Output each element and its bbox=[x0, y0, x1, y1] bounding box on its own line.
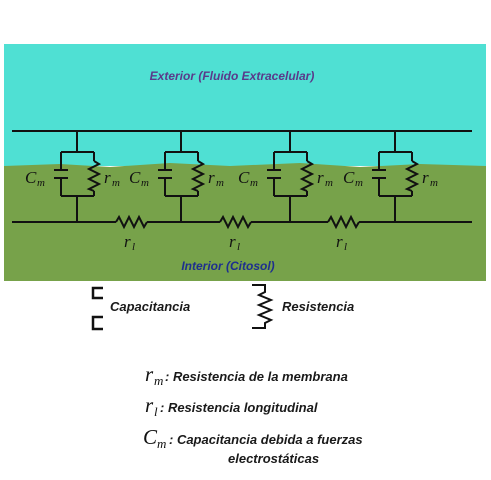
svg-text:C: C bbox=[343, 168, 355, 187]
svg-text:m: m bbox=[157, 436, 166, 451]
definition-cm: C m : Capacitancia debida a fuerzas elec… bbox=[143, 425, 363, 466]
interior-label: Interior (Citosol) bbox=[181, 259, 274, 273]
svg-text:r: r bbox=[336, 232, 343, 251]
svg-text:C: C bbox=[143, 425, 158, 449]
resistor-key-icon bbox=[252, 284, 274, 329]
svg-text:: Capacitancia debida a fuerza: : Capacitancia debida a fuerzas bbox=[169, 432, 363, 447]
definition-rl: r l : Resistencia longitudinal bbox=[145, 393, 318, 419]
svg-text:C: C bbox=[238, 168, 250, 187]
svg-text:l: l bbox=[132, 241, 135, 253]
svg-text:m: m bbox=[250, 177, 258, 189]
svg-text:m: m bbox=[154, 373, 163, 388]
svg-text:r: r bbox=[229, 232, 236, 251]
svg-text:r: r bbox=[145, 362, 154, 386]
svg-text:r: r bbox=[422, 168, 429, 187]
svg-text:r: r bbox=[145, 393, 154, 417]
segment-wiring bbox=[54, 131, 102, 222]
svg-text:: Resistencia longitudinal: : Resistencia longitudinal bbox=[160, 400, 318, 415]
svg-text:electrostáticas: electrostáticas bbox=[228, 451, 319, 466]
definition-rm: r m : Resistencia de la membrana bbox=[145, 362, 348, 388]
segment-wiring bbox=[267, 131, 315, 222]
exterior-region bbox=[4, 44, 486, 166]
svg-text:m: m bbox=[141, 177, 149, 189]
resistor-key-label: Resistencia bbox=[282, 299, 354, 314]
svg-text:m: m bbox=[37, 177, 45, 189]
rl-label-1: r l bbox=[124, 232, 135, 253]
svg-text:m: m bbox=[112, 177, 120, 189]
capacitor-key-icon bbox=[91, 286, 103, 331]
svg-text:m: m bbox=[216, 177, 224, 189]
rl-label-2: r l bbox=[229, 232, 240, 253]
svg-text:C: C bbox=[129, 168, 141, 187]
svg-text:r: r bbox=[104, 168, 111, 187]
svg-text:r: r bbox=[317, 168, 324, 187]
segment-wiring bbox=[372, 131, 420, 222]
svg-text:m: m bbox=[355, 177, 363, 189]
exterior-label: Exterior (Fluido Extracelular) bbox=[150, 69, 315, 83]
svg-text:l: l bbox=[344, 241, 347, 253]
svg-text:: Resistencia de la membrana: : Resistencia de la membrana bbox=[165, 369, 348, 384]
svg-text:l: l bbox=[154, 404, 158, 419]
svg-text:m: m bbox=[325, 177, 333, 189]
capacitor-key-label: Capacitancia bbox=[110, 299, 190, 314]
svg-text:m: m bbox=[430, 177, 438, 189]
rl-label-3: r l bbox=[336, 232, 347, 253]
svg-text:C: C bbox=[25, 168, 37, 187]
svg-text:r: r bbox=[208, 168, 215, 187]
segment-wiring bbox=[158, 131, 206, 222]
svg-text:l: l bbox=[237, 241, 240, 253]
svg-text:r: r bbox=[124, 232, 131, 251]
